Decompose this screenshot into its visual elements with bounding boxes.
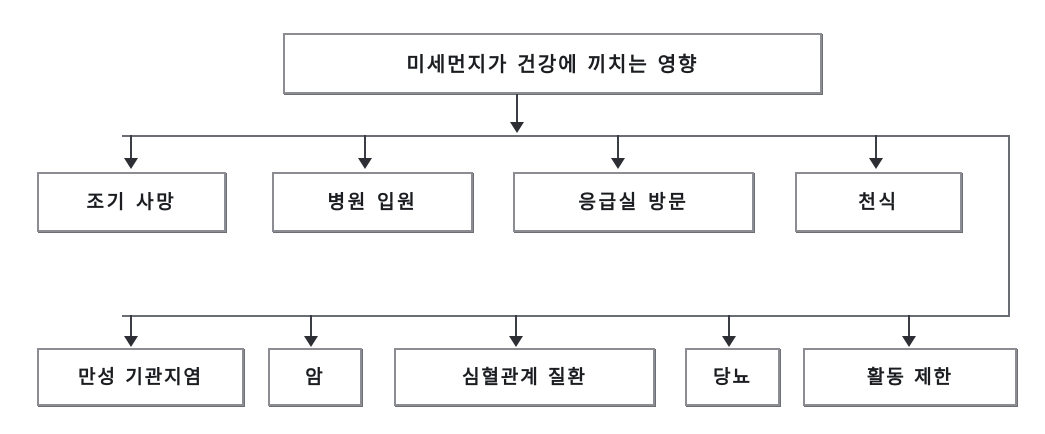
connector-arrow-asthma — [869, 158, 883, 169]
node-cancer-label: 암 — [305, 365, 325, 388]
connector-drop-diabetes — [728, 315, 730, 339]
connector-arrow-cancer — [304, 336, 318, 347]
node-early-death[interactable]: 조기 사망 — [37, 172, 226, 232]
connector-arrow-er-visit — [611, 158, 625, 169]
connector-drop-cardiovascular — [515, 315, 517, 339]
connector-arrow-activity-restriction — [902, 336, 916, 347]
connector-bus-level3 — [122, 315, 1010, 317]
node-activity-restriction-label: 활동 제한 — [866, 365, 954, 388]
node-cardiovascular-label: 심혈관계 질환 — [462, 365, 587, 388]
node-root[interactable]: 미세먼지가 건강에 끼치는 영향 — [283, 33, 822, 94]
node-chronic-bronchitis-label: 만성 기관지염 — [78, 365, 203, 388]
node-hospitalization[interactable]: 병원 입원 — [272, 172, 473, 232]
connector-arrow-chronic-bronchitis — [124, 336, 138, 347]
connector-arrow-early-death — [124, 158, 138, 169]
connector-right-descender — [1008, 135, 1010, 317]
connector-bus-level2 — [122, 135, 1008, 137]
node-hospitalization-label: 병원 입원 — [327, 190, 418, 213]
connector-drop-early-death — [130, 135, 132, 161]
node-cancer[interactable]: 암 — [268, 348, 362, 406]
connector-arrow-cardiovascular — [509, 336, 523, 347]
node-asthma-label: 천식 — [858, 190, 899, 213]
node-cardiovascular[interactable]: 심혈관계 질환 — [394, 348, 655, 406]
node-diabetes-label: 당뇨 — [713, 365, 752, 388]
connector-drop-hospitalization — [364, 135, 366, 161]
node-er-visit-label: 응급실 방문 — [578, 190, 689, 213]
node-er-visit[interactable]: 응급실 방문 — [513, 172, 754, 232]
connector-root-stem-arrowhead — [510, 122, 524, 133]
connector-drop-chronic-bronchitis — [130, 315, 132, 339]
node-diabetes[interactable]: 당뇨 — [685, 348, 780, 406]
connector-root-stem — [516, 94, 518, 124]
connector-drop-cancer — [310, 315, 312, 339]
node-early-death-label: 조기 사망 — [86, 190, 177, 213]
connector-arrow-hospitalization — [358, 158, 372, 169]
connector-drop-activity-restriction — [908, 315, 910, 339]
connector-drop-asthma — [875, 135, 877, 161]
node-root-label: 미세먼지가 건강에 끼치는 영향 — [406, 51, 699, 76]
node-activity-restriction[interactable]: 활동 제한 — [803, 348, 1017, 406]
connector-drop-er-visit — [617, 135, 619, 161]
connector-arrow-diabetes — [722, 336, 736, 347]
node-asthma[interactable]: 천식 — [795, 172, 962, 232]
node-chronic-bronchitis[interactable]: 만성 기관지염 — [37, 348, 244, 406]
